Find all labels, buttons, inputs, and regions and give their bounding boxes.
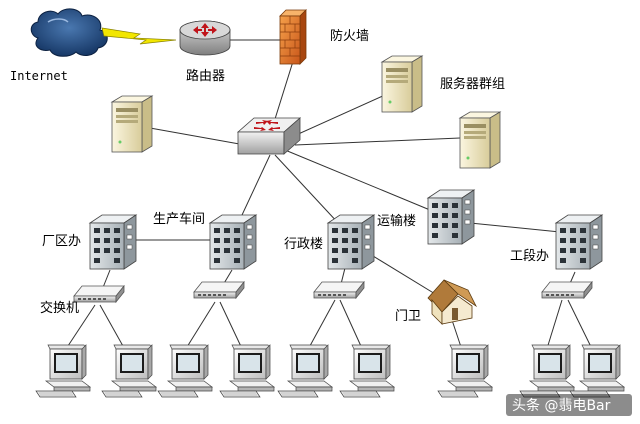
- server-left-icon: [111, 95, 153, 153]
- access-switch-3-icon: [313, 281, 365, 299]
- pc-9-icon: [569, 344, 625, 398]
- label-router: 路由器: [186, 68, 225, 84]
- link-server-top: [284, 94, 386, 141]
- link-server-left: [149, 127, 246, 146]
- building-workshop-office-icon: [555, 214, 603, 270]
- label-switch: 交换机: [40, 300, 79, 316]
- server-right-icon: [459, 111, 501, 169]
- link-switch-admin: [274, 154, 341, 226]
- internet-cloud-icon: [30, 8, 108, 57]
- label-production-building: 生产车间: [153, 211, 205, 227]
- watermark-text: 头条 @翡电Bar: [512, 397, 611, 414]
- pc-8-icon: [519, 344, 575, 398]
- guard-house-icon: [427, 279, 478, 325]
- label-workshop-office: 工段办: [510, 249, 549, 264]
- building-production-icon: [209, 214, 257, 270]
- pc-7-icon: [437, 344, 493, 398]
- pc-6-icon: [339, 344, 395, 398]
- pc-2-icon: [101, 344, 157, 398]
- label-factory-office: 厂区办: [42, 234, 81, 249]
- building-transport-icon: [427, 189, 475, 245]
- access-switch-2-icon: [193, 281, 245, 299]
- connection-lines: [61, 39, 596, 356]
- pc-3-icon: [157, 344, 213, 398]
- pc-4-icon: [219, 344, 275, 398]
- label-transport-building: 运输楼: [377, 213, 416, 229]
- label-internet: Internet: [10, 69, 68, 83]
- pc-5-icon: [277, 344, 333, 398]
- pc-1-icon: [35, 344, 91, 398]
- label-admin-building: 行政楼: [284, 237, 323, 252]
- link-transport-workshop: [459, 221, 561, 233]
- router-icon: [179, 20, 231, 56]
- building-factory-office-icon: [89, 214, 137, 270]
- lightning-link-icon: [101, 27, 177, 45]
- label-firewall: 防火墙: [330, 28, 369, 44]
- building-admin-icon: [327, 214, 375, 270]
- link-switch-transport: [284, 149, 431, 211]
- core-switch-icon: [236, 117, 302, 155]
- label-server-group: 服务器群组: [440, 76, 505, 92]
- link-server-right: [294, 137, 461, 146]
- firewall-icon: [279, 9, 307, 65]
- watermark: 头条 @翡电Bar: [506, 394, 632, 416]
- access-switch-4-icon: [541, 281, 593, 299]
- server-top-icon: [381, 55, 423, 113]
- label-guard-room: 门卫: [395, 309, 421, 324]
- access-switch-1-icon: [73, 285, 125, 303]
